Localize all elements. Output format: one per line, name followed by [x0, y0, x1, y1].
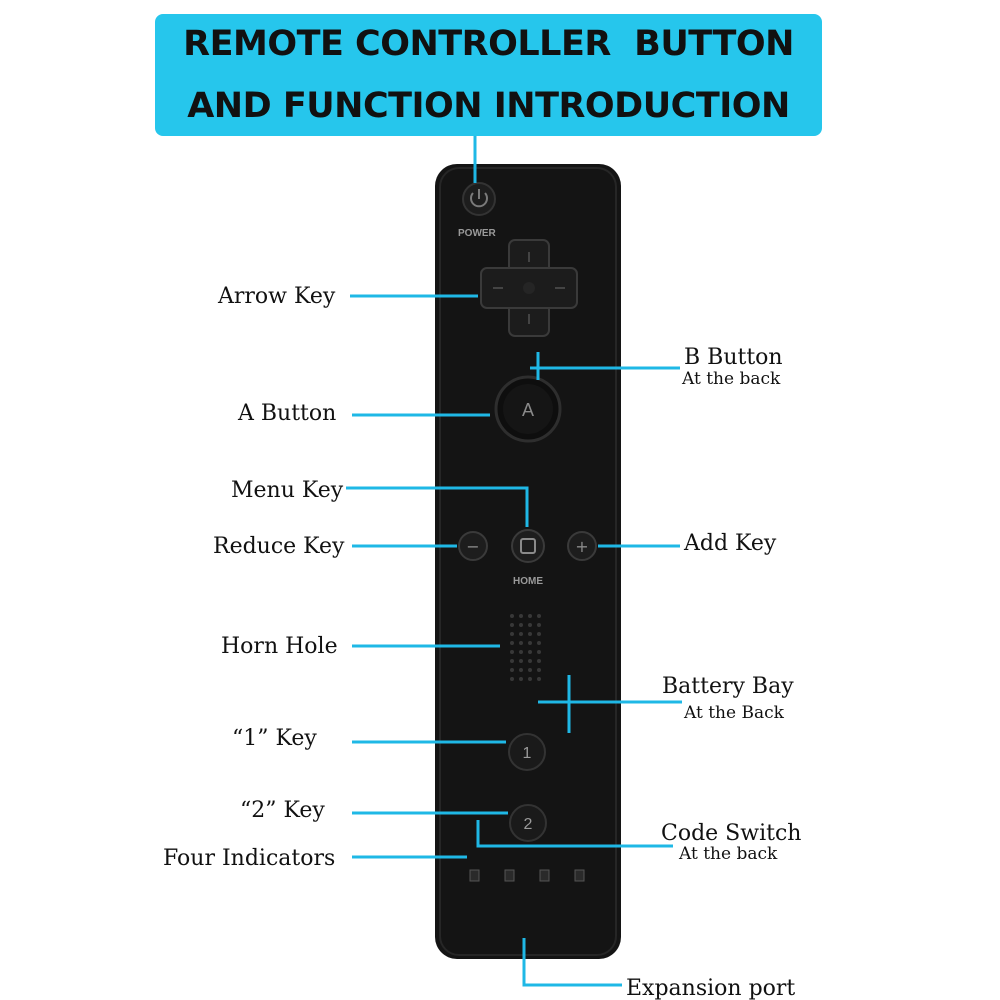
label-key-1: “1” Key [232, 726, 317, 751]
title-line-1: REMOTE CONTROLLER BUTTON [183, 24, 794, 64]
plus-button[interactable] [567, 531, 597, 561]
home-icon [520, 538, 536, 554]
label-expansion-port: Expansion port [626, 976, 795, 1000]
label-key-2: “2” Key [240, 798, 325, 823]
home-button[interactable] [511, 529, 545, 563]
leader-lines [346, 136, 682, 987]
title-banner: REMOTE CONTROLLER BUTTON AND FUNCTION IN… [155, 14, 822, 136]
plus-icon: + [575, 537, 588, 556]
label-b-button: B Button [684, 345, 783, 370]
dpad[interactable] [480, 239, 578, 337]
label-battery-bay: Battery Bay [662, 674, 794, 699]
title-line-2: AND FUNCTION INTRODUCTION [187, 86, 790, 126]
label-code-switch: Code Switch [661, 821, 801, 846]
label-menu-key: Menu Key [231, 478, 344, 503]
home-text: HOME [513, 576, 543, 587]
speaker-grille [510, 614, 541, 681]
minus-button[interactable] [458, 531, 488, 561]
power-icon [470, 189, 488, 208]
label-add-key: Add Key [683, 531, 777, 556]
label-a-button: A Button [237, 401, 336, 426]
label-horn-hole: Horn Hole [221, 634, 338, 659]
indicator-light [539, 869, 550, 882]
a-button[interactable] [494, 375, 562, 443]
label-reduce-key: Reduce Key [213, 534, 345, 559]
minus-icon: − [466, 537, 479, 556]
label-battery-bay-sub: At the Back [683, 703, 785, 723]
dpad-center-icon [523, 282, 535, 294]
leader-expansion-port [522, 938, 622, 987]
leader-code-switch [476, 820, 673, 848]
power-button[interactable] [462, 182, 496, 216]
a-button-text: A [522, 400, 534, 420]
label-four-indicators: Four Indicators [163, 846, 335, 871]
label-b-button-sub: At the back [681, 369, 781, 389]
indicator-light [504, 869, 515, 882]
remote-body-edge [439, 167, 617, 956]
label-code-switch-sub: At the back [678, 844, 778, 864]
one-button-text: 1 [523, 745, 532, 762]
power-text: POWER [458, 228, 497, 239]
indicator-light [574, 869, 585, 882]
two-button-text: 2 [524, 816, 533, 833]
label-arrow-key: Arrow Key [217, 284, 336, 309]
two-button[interactable] [509, 804, 547, 842]
indicator-light [469, 869, 480, 882]
leader-menu-key [346, 486, 529, 527]
indicator-lights [469, 869, 585, 882]
one-button[interactable] [508, 733, 546, 771]
